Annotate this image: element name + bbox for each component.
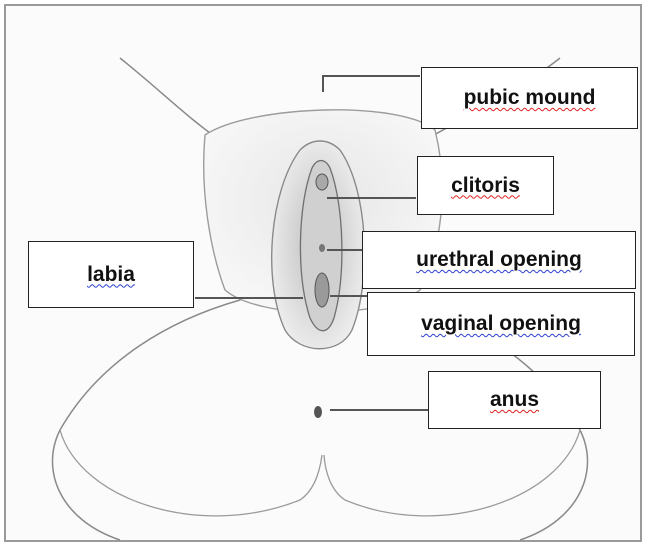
urethral-opening-shape bbox=[319, 244, 325, 252]
clitoris-label: clitoris bbox=[417, 156, 554, 215]
vaginal-opening-shape bbox=[315, 273, 329, 307]
right-buttock bbox=[324, 430, 580, 516]
labia-label: labia bbox=[28, 241, 194, 308]
anus-label: anus bbox=[428, 371, 601, 429]
vaginal-opening-label: vaginal opening bbox=[367, 292, 635, 356]
anus-text: anus bbox=[490, 388, 539, 412]
urethral-opening-text: urethral opening bbox=[416, 248, 582, 272]
clitoris-shape bbox=[316, 174, 328, 190]
pubic-mound-text: pubic mound bbox=[464, 86, 596, 110]
vaginal-opening-text: vaginal opening bbox=[421, 312, 581, 336]
urethral-opening-label: urethral opening bbox=[362, 231, 636, 289]
pubic-mound-label: pubic mound bbox=[421, 67, 638, 129]
labia-text: labia bbox=[87, 263, 135, 287]
clitoris-text: clitoris bbox=[451, 174, 520, 198]
pubic-mound-leader bbox=[323, 76, 420, 92]
urethral-word: urethral opening bbox=[416, 248, 582, 271]
anus-shape bbox=[314, 406, 322, 418]
left-buttock bbox=[60, 430, 322, 516]
